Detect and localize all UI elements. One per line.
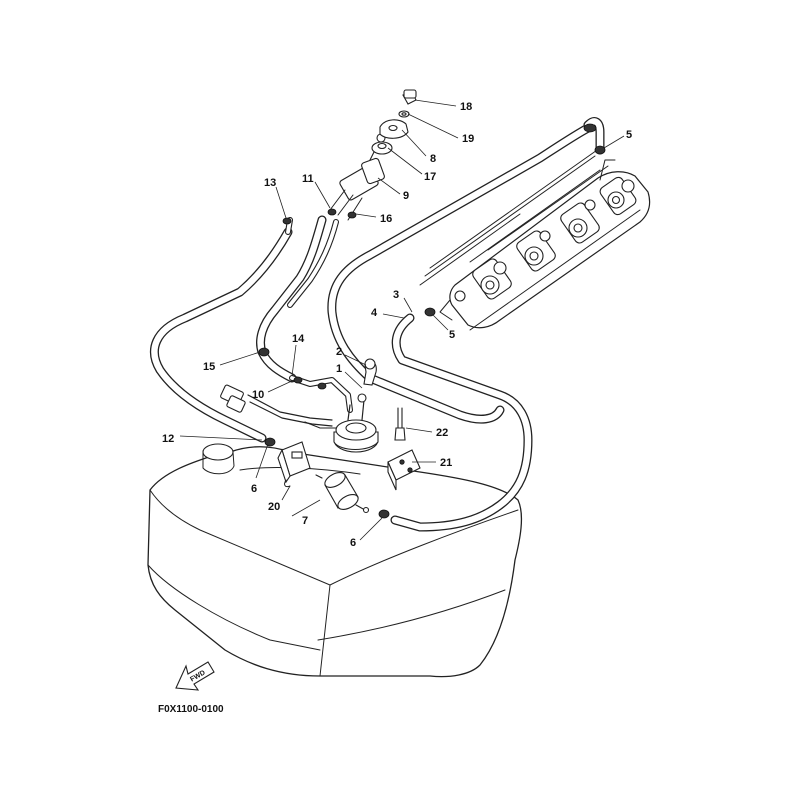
callout-5-mid: 5	[449, 329, 455, 341]
fuel-filter	[315, 472, 370, 514]
hose-clamps	[258, 123, 606, 519]
callout-21: 21	[440, 457, 452, 469]
callout-7: 7	[302, 515, 308, 527]
callout-13: 13	[264, 177, 276, 189]
callout-labels: 18 19 8 17 9 16 11 13 5 3 4 5 14 15 2 1 …	[162, 101, 632, 549]
leader-lines	[179, 99, 625, 541]
fuel-cock	[329, 133, 386, 221]
callout-2: 2	[336, 346, 342, 358]
callout-1: 1	[336, 363, 342, 375]
callout-20: 20	[268, 501, 280, 513]
valve-hoses	[247, 215, 353, 427]
vent-hose	[149, 227, 293, 443]
electrical-connector	[220, 384, 246, 413]
callout-16: 16	[380, 213, 392, 225]
callout-22: 22	[436, 427, 448, 439]
forward-arrow: FWD	[175, 661, 215, 691]
callout-6-left: 6	[251, 483, 257, 495]
callout-10: 10	[252, 389, 264, 401]
carburetor-assembly	[419, 147, 651, 331]
fuel-pump	[304, 393, 379, 453]
callout-3: 3	[393, 289, 399, 301]
callout-15: 15	[203, 361, 215, 373]
callout-6-bottom: 6	[350, 537, 356, 549]
callout-4: 4	[371, 307, 378, 319]
callout-5-top: 5	[626, 129, 632, 141]
callout-8: 8	[430, 153, 436, 165]
callout-19: 19	[462, 133, 474, 145]
relay-box	[277, 441, 311, 488]
callout-17: 17	[424, 171, 436, 183]
callout-11: 11	[302, 173, 314, 185]
return-hose	[390, 313, 533, 532]
bracket	[387, 449, 421, 491]
fuel-tank	[147, 443, 523, 678]
callout-12: 12	[162, 433, 174, 445]
callout-14: 14	[292, 333, 305, 345]
callout-9: 9	[403, 190, 409, 202]
fuel-hose-loop	[327, 117, 605, 424]
knob-parts	[371, 89, 417, 155]
elbow-fitting	[363, 358, 377, 386]
sensor-rod	[394, 407, 406, 441]
figure-code: F0X1100-0100	[158, 704, 224, 715]
callout-18: 18	[460, 101, 472, 113]
